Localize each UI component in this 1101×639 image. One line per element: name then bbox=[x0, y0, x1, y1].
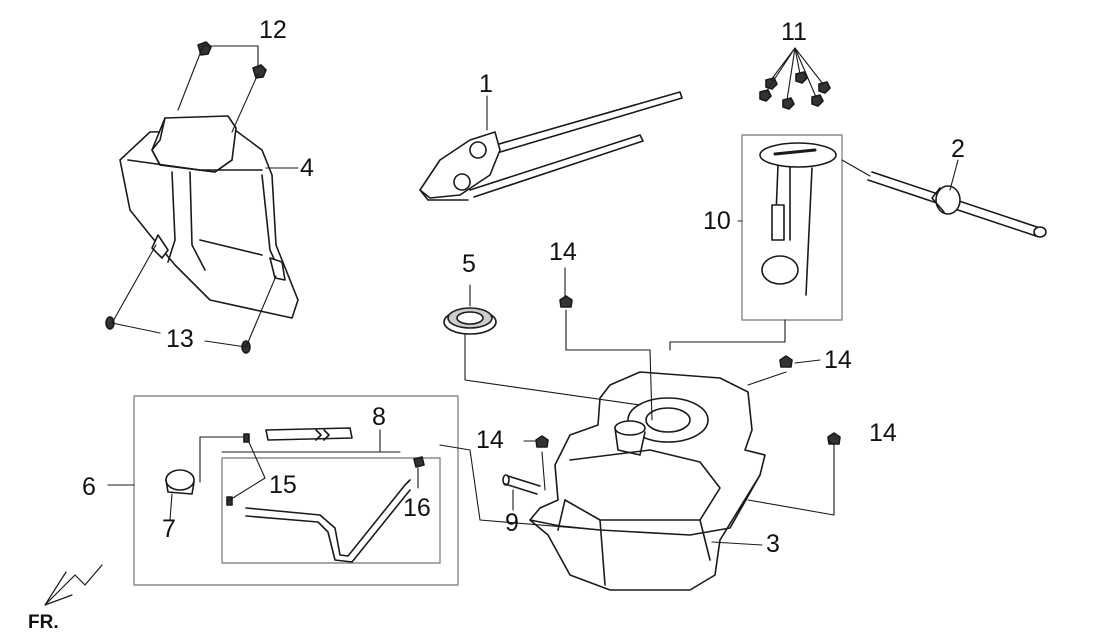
part-9-pipe bbox=[502, 474, 541, 495]
callout-11: 11 bbox=[781, 18, 807, 46]
callout-1: 1 bbox=[479, 70, 493, 98]
front-direction-label: FR. bbox=[28, 612, 59, 633]
part-6-group-box bbox=[133, 395, 459, 586]
callout-15: 15 bbox=[269, 471, 297, 499]
part-3-fuel-tank bbox=[529, 371, 766, 591]
callout-9: 9 bbox=[505, 509, 519, 537]
callout-8: 8 bbox=[372, 403, 386, 431]
part-5-seal-ring bbox=[443, 307, 497, 335]
part-16-clip bbox=[413, 456, 425, 468]
front-direction-arrow bbox=[44, 564, 103, 606]
callout-16: 16 bbox=[403, 494, 431, 522]
callout-5: 5 bbox=[462, 250, 476, 278]
callout-13: 13 bbox=[166, 325, 194, 353]
callout-7: 7 bbox=[162, 515, 176, 543]
part-2-fuel-hose bbox=[867, 171, 1047, 238]
part-11-screws bbox=[759, 71, 831, 110]
callout-14-left: 14 bbox=[476, 426, 504, 454]
callout-14-top: 14 bbox=[549, 238, 577, 266]
part-8-group-box bbox=[221, 457, 441, 564]
callout-12: 12 bbox=[259, 16, 287, 44]
callout-14-right: 14 bbox=[824, 346, 852, 374]
callout-3: 3 bbox=[766, 530, 780, 558]
callout-10: 10 bbox=[703, 207, 731, 235]
part-14-bolts bbox=[535, 295, 841, 448]
part-8-hose bbox=[245, 427, 411, 563]
callout-2: 2 bbox=[951, 135, 965, 163]
part-10-fuel-sender bbox=[741, 134, 843, 321]
callout-14-far-right: 14 bbox=[869, 419, 897, 447]
callout-6: 6 bbox=[82, 473, 96, 501]
callout-4: 4 bbox=[300, 154, 314, 182]
part-12-screws bbox=[197, 41, 267, 79]
part-4-cover bbox=[119, 115, 299, 319]
part-7-clamp bbox=[165, 469, 195, 495]
part-1-valve-assembly bbox=[419, 91, 683, 201]
leader-lines bbox=[107, 45, 959, 546]
